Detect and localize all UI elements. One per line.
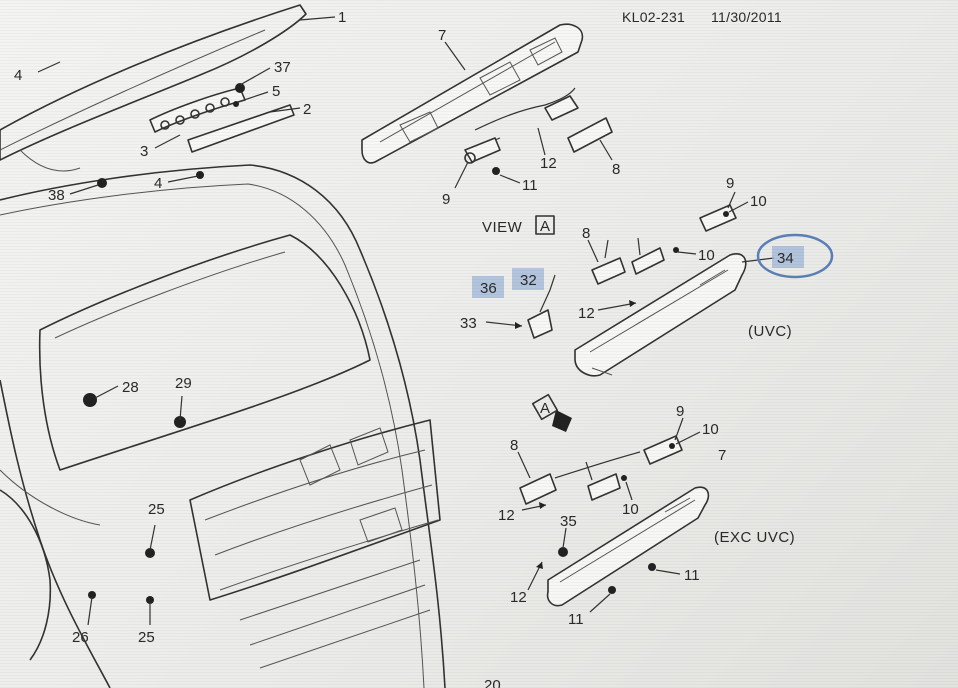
callout-12d: 12 (510, 589, 527, 606)
grommet-28 (83, 393, 97, 407)
callout-12c: 12 (498, 507, 515, 524)
callout-7b: 7 (718, 447, 726, 464)
fastener-38 (97, 178, 107, 188)
exc-uvc-label: (EXC UVC) (714, 529, 795, 546)
bumper-25a (145, 548, 155, 558)
callout-34: 34 (777, 250, 794, 267)
callout-33: 33 (460, 315, 477, 332)
callout-28: 28 (122, 379, 139, 396)
bracket-8-exc (519, 473, 557, 505)
license-panel (189, 419, 441, 601)
callout-numbers: 1 4 37 5 2 3 4 38 7 12 8 9 11 9 10 8 10 … (14, 9, 794, 688)
callout-9c: 9 (676, 403, 684, 420)
callout-10d: 10 (622, 501, 639, 518)
callout-37: 37 (274, 59, 291, 76)
bracket-8-uvc (591, 257, 626, 285)
clip-35 (558, 547, 568, 557)
callout-11b: 11 (684, 567, 700, 584)
highlight-32 (512, 268, 544, 290)
liftgate-outline (0, 164, 446, 688)
view-a-uvc-assembly (485, 191, 775, 377)
highlight-34 (772, 246, 804, 268)
callout-4a: 4 (14, 67, 22, 84)
highlight-36 (472, 276, 504, 298)
callout-25a: 25 (148, 501, 165, 518)
exc-uvc-assembly (517, 393, 710, 613)
uvc-label: (UVC) (748, 323, 792, 340)
grommet-29 (174, 416, 186, 428)
callout-10c: 10 (702, 421, 719, 438)
callout-29: 29 (175, 375, 192, 392)
callout-26: 26 (72, 629, 89, 646)
view-a-arrow (552, 410, 572, 432)
header: KL02-231 11/30/2011 (622, 9, 782, 25)
callout-5: 5 (272, 83, 280, 100)
callout-9a: 9 (442, 191, 450, 208)
callout-8a: 8 (612, 161, 620, 178)
view-a-label: VIEW (482, 219, 523, 236)
diagram-date: 11/30/2011 (711, 9, 782, 25)
callout-9b: 9 (726, 175, 734, 192)
diagram-ref: KL02-231 (622, 9, 685, 25)
callout-3: 3 (140, 143, 148, 160)
callout-11a: 11 (522, 177, 538, 194)
callout-38: 38 (48, 187, 65, 204)
callout-32: 32 (520, 272, 537, 289)
license-lamp-9-top (464, 137, 501, 163)
lamp-9-exc (643, 435, 683, 465)
lamp-9-uvc (699, 204, 737, 232)
bracket-8-top (567, 117, 613, 153)
callout-8b: 8 (582, 225, 590, 242)
section-labels: VIEW A (UVC) (EXC UVC) A (482, 218, 795, 546)
arrow-a-letter: A (540, 400, 551, 417)
liftgate-drawing (0, 4, 446, 688)
callout-25b: 25 (138, 629, 155, 646)
callout-8c: 8 (510, 437, 518, 454)
callout-2: 2 (303, 101, 311, 118)
spoiler (0, 4, 307, 161)
callout-12a: 12 (540, 155, 557, 172)
callout-7a: 7 (438, 27, 446, 44)
callout-36: 36 (480, 280, 497, 297)
window-glass (38, 234, 371, 471)
callout-4b: 4 (154, 175, 162, 192)
left-leaders (37, 16, 336, 399)
callout-1: 1 (338, 9, 346, 26)
view-a-box-letter: A (540, 218, 551, 235)
applique-assembly-top (361, 23, 613, 189)
applique-7-top (361, 23, 584, 164)
callout-20: 20 (484, 677, 501, 688)
callout-12b: 12 (578, 305, 595, 322)
center-high-stop-lamp (187, 104, 295, 153)
callout-10a: 10 (750, 193, 767, 210)
view-a-box (535, 215, 555, 235)
tail-lamp-edge (0, 489, 52, 661)
highlight-circle-34 (756, 233, 834, 279)
callout-11c: 11 (568, 611, 584, 628)
callout-35: 35 (560, 513, 577, 530)
callout-10b: 10 (698, 247, 715, 264)
bracket-33 (527, 309, 553, 339)
